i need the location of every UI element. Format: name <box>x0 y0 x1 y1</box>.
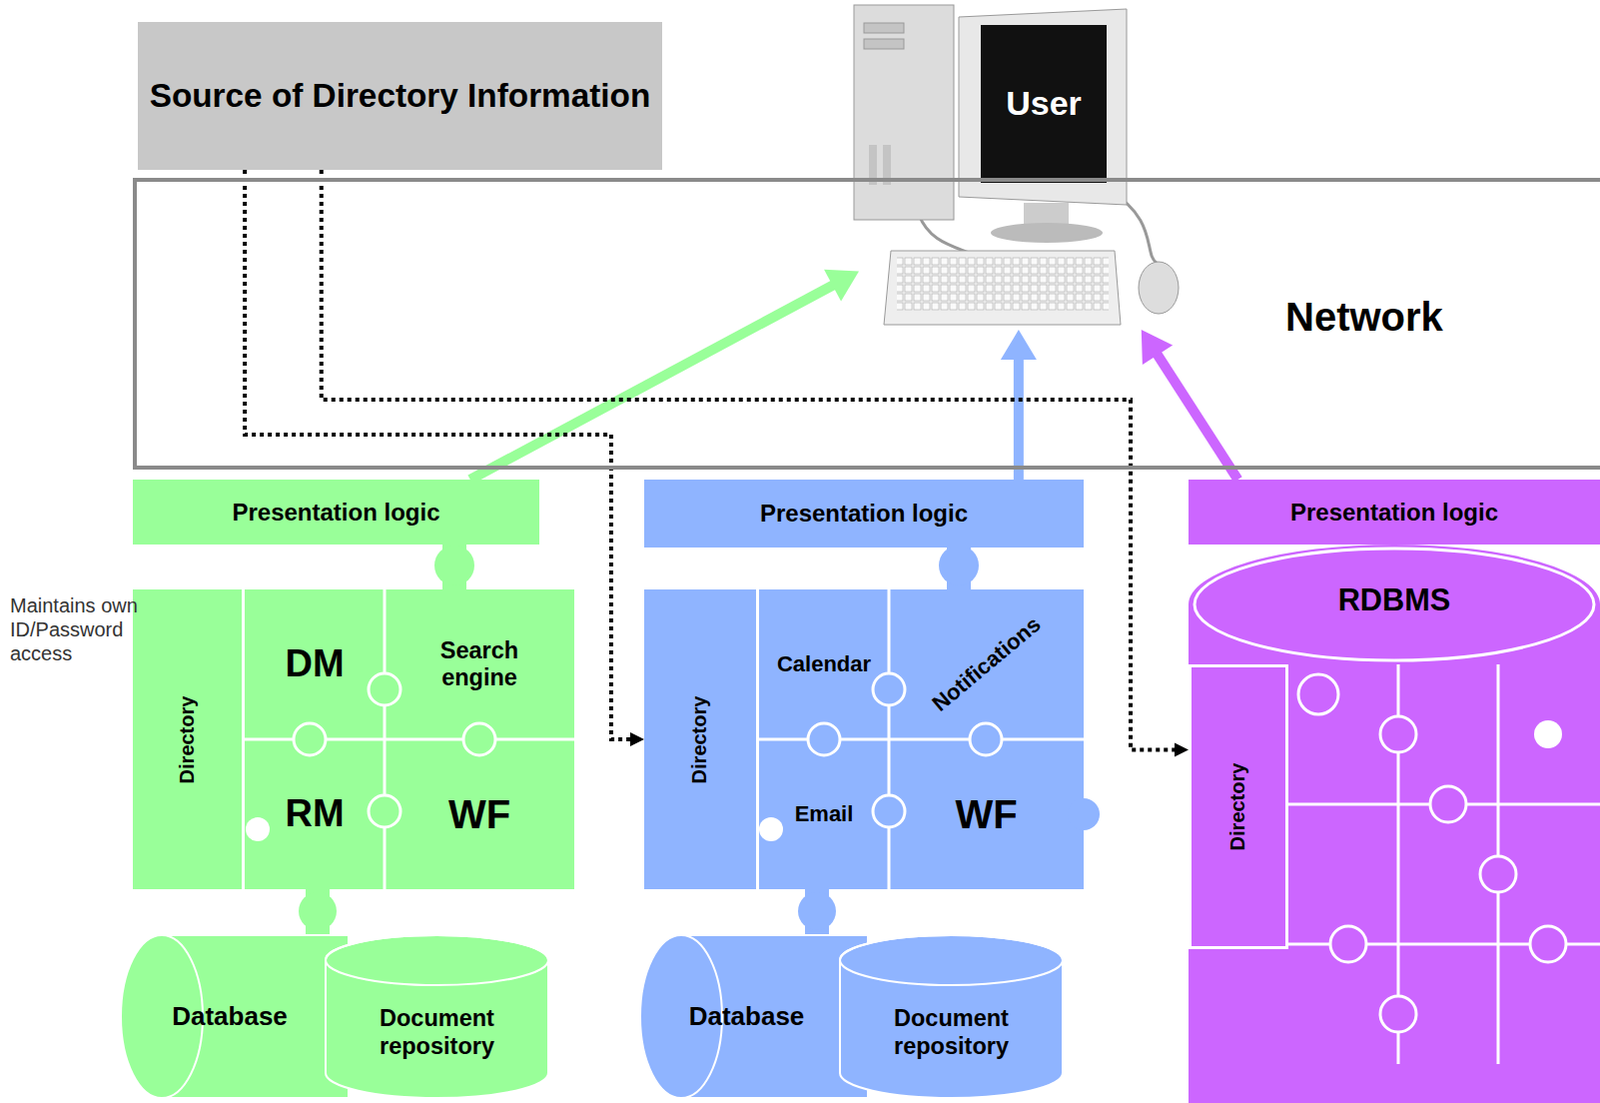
arrow-head <box>1000 329 1037 360</box>
node-text: Notifications <box>926 611 1045 717</box>
puzzle-piece: DM <box>244 589 385 740</box>
node-text: User <box>980 24 1107 183</box>
puzzle-piece: WF <box>888 739 1084 889</box>
puzzle-piece: Notifications <box>888 589 1084 740</box>
node-text: WF <box>954 791 1017 837</box>
presentation-band: Presentation logic <box>132 479 540 545</box>
puzzle-piece: WF <box>384 739 575 889</box>
node-text: Directory <box>1227 763 1251 851</box>
directory-box: Directory <box>644 589 760 889</box>
puzzle-piece: RM <box>244 739 385 889</box>
arrow-head <box>823 269 859 302</box>
arrow-head <box>630 732 645 747</box>
presentation-band: Presentation logic <box>644 479 1084 548</box>
dotted-connector <box>244 169 645 747</box>
directory-box: Directory <box>1188 664 1289 949</box>
note-label: Maintains own ID/Password access <box>9 593 182 666</box>
node-text: Email <box>795 800 854 826</box>
puzzle-piece: Search engine <box>384 589 575 740</box>
node-text: Presentation logic <box>231 498 440 527</box>
puzzle-piece: Calendar <box>759 589 889 740</box>
node-text: DM <box>284 642 344 687</box>
network-band: Network <box>132 177 1600 470</box>
database-cylinder: Database <box>119 933 350 1099</box>
node-text: RDBMS <box>1188 582 1600 618</box>
node-text: Presentation logic <box>1290 498 1499 527</box>
node-text: Document repository <box>336 1004 538 1059</box>
connector-line <box>1013 357 1024 480</box>
flow-arrow <box>1000 329 1037 480</box>
node-text: Presentation logic <box>760 499 968 528</box>
directory-box: Directory <box>132 589 245 889</box>
repository-cylinder: Document repository <box>324 933 550 1099</box>
computer-illustration <box>858 4 1184 330</box>
node-text: Network <box>1285 293 1444 340</box>
arrow-head <box>1141 329 1173 365</box>
source-box: Source of Directory Information <box>137 21 663 170</box>
presentation-band: Presentation logic <box>1188 479 1600 545</box>
connector-line <box>1156 353 1239 480</box>
node-text: WF <box>448 791 511 837</box>
node-text: Database <box>171 1001 288 1032</box>
node-text: Source of Directory Information <box>149 76 652 115</box>
database-cylinder: Database <box>639 933 864 1099</box>
flow-arrow <box>470 269 859 480</box>
node-text: RM <box>284 792 344 836</box>
puzzle-piece: Email <box>759 739 889 889</box>
node-text: Directory <box>175 695 199 784</box>
connector-line <box>244 169 633 740</box>
arrow-head <box>1174 743 1189 758</box>
repository-cylinder: Document repository <box>838 933 1064 1099</box>
node-text: Database <box>689 1001 805 1032</box>
flow-arrow <box>1141 329 1239 480</box>
node-text: Directory <box>689 695 713 784</box>
rdbms-cylinder: RDBMS Directory <box>1188 544 1600 1103</box>
node-text: Search engine <box>414 637 545 692</box>
node-text: Document repository <box>850 1004 1052 1059</box>
connector-line <box>470 284 835 480</box>
user-computer: User <box>858 4 1184 330</box>
node-text: Calendar <box>777 651 871 677</box>
